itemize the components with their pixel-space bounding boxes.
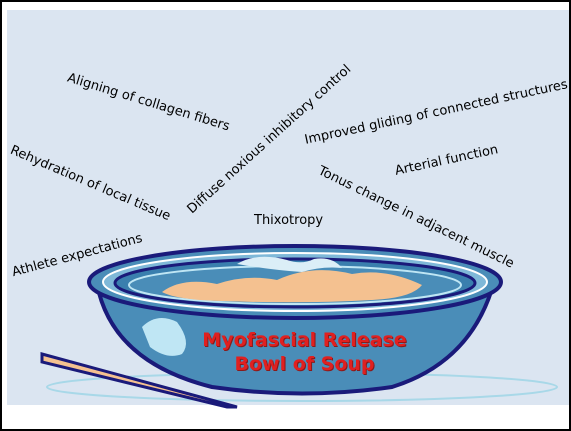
- bowl-title-line1: Myofascial Release: [172, 329, 437, 351]
- bowl-title-line2: Bowl of Soup: [172, 353, 437, 375]
- label-thixotropy: Thixotropy: [254, 213, 323, 228]
